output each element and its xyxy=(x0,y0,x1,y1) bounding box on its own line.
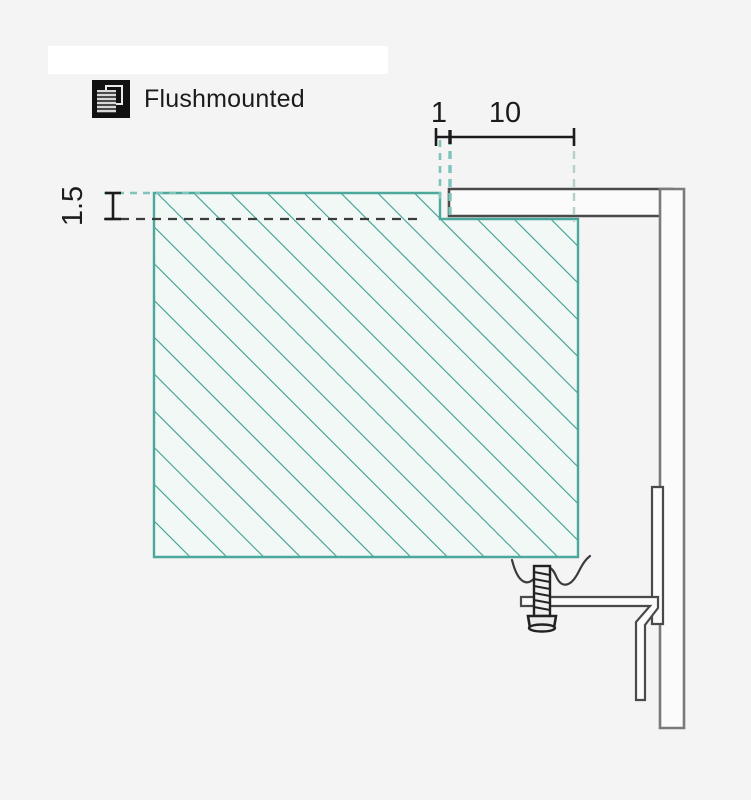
layers-stack-icon xyxy=(92,80,130,118)
profile-flange-horizontal xyxy=(447,187,674,218)
dimension-horizontal-group: 1 10 xyxy=(431,97,576,222)
legend-flushmounted: Flushmounted xyxy=(92,79,305,119)
fixing-screw xyxy=(526,564,558,633)
dimension-vertical-group: 1.5 xyxy=(57,186,420,226)
dimension-label-inset: 1.5 xyxy=(57,186,89,226)
glass-panel xyxy=(152,191,580,559)
dimension-label-flange: 10 xyxy=(489,97,521,129)
break-line xyxy=(510,554,592,586)
legend-label: Flushmounted xyxy=(144,84,305,113)
profile-web-vertical xyxy=(650,187,686,730)
blank-text-field[interactable] xyxy=(48,46,388,74)
profile-inner-slot xyxy=(650,485,665,626)
glass-panel-outline xyxy=(152,191,580,559)
clamp-bracket-arm xyxy=(519,595,660,702)
dimension-label-gap: 1 xyxy=(431,97,447,129)
